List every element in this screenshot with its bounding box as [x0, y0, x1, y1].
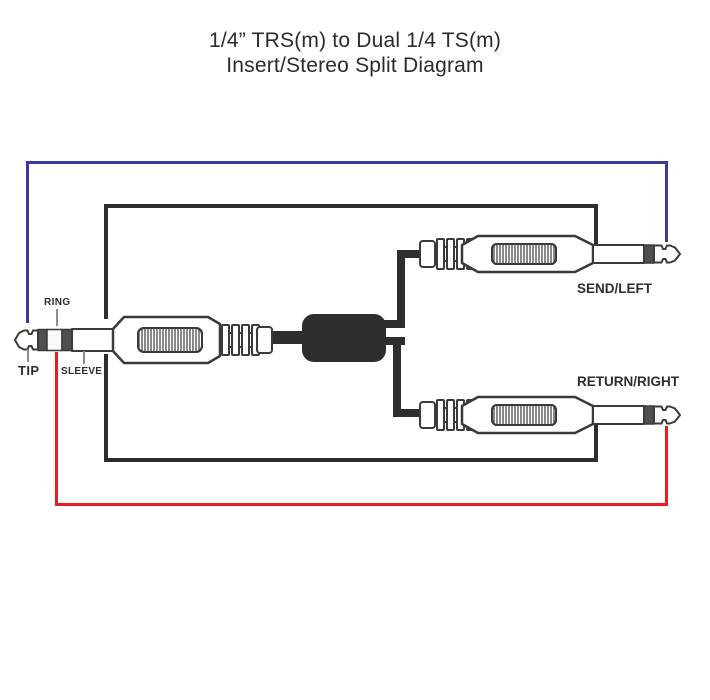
sleeve-wire-bottom-horizontal	[104, 458, 598, 462]
tip-wire-left-vertical	[26, 161, 29, 323]
return-cable-vertical	[393, 337, 401, 417]
return-right-label: RETURN/RIGHT	[577, 374, 679, 389]
send-left-label: SEND/LEFT	[577, 281, 653, 296]
sleeve-wire-right-top	[594, 204, 598, 245]
diagram-title-line1: 1/4” TRS(m) to Dual 1/4 TS(m)	[208, 29, 502, 52]
ts-plug-return	[418, 395, 682, 435]
sleeve-wire-top-horizontal	[104, 204, 598, 208]
trs-plug	[14, 315, 273, 365]
sleeve-label: SLEEVE	[61, 366, 103, 377]
diagram-title-line2: Insert/Stereo Split Diagram	[226, 54, 484, 77]
tip-wire-top-horizontal	[26, 161, 668, 164]
sleeve-leader-line	[83, 351, 85, 364]
sleeve-wire-left-upper	[104, 204, 108, 319]
diagram-title: 1/4” TRS(m) to Dual 1/4 TS(m) Insert/Ste…	[0, 28, 710, 78]
ts-plug-send	[418, 234, 682, 274]
return-cable-h1	[380, 337, 405, 345]
ring-leader-line	[56, 309, 58, 326]
sleeve-wire-left-lower	[104, 354, 108, 462]
send-cable-vertical	[397, 250, 405, 328]
tip-wire-right-vertical	[665, 161, 668, 242]
y-splitter-body	[302, 314, 386, 362]
tip-label: TIP	[18, 363, 40, 378]
ring-label: RING	[44, 297, 71, 308]
send-cable-h2	[397, 250, 429, 258]
return-cable-h2	[393, 409, 429, 417]
tip-leader-line	[27, 349, 29, 362]
ring-wire-bottom-horizontal	[55, 503, 668, 506]
main-cable	[263, 331, 307, 344]
send-cable-h1	[380, 320, 405, 328]
ring-wire-right-vertical	[665, 426, 668, 506]
ring-wire-left-vertical	[55, 352, 58, 506]
sleeve-wire-right-bottom	[594, 424, 598, 462]
